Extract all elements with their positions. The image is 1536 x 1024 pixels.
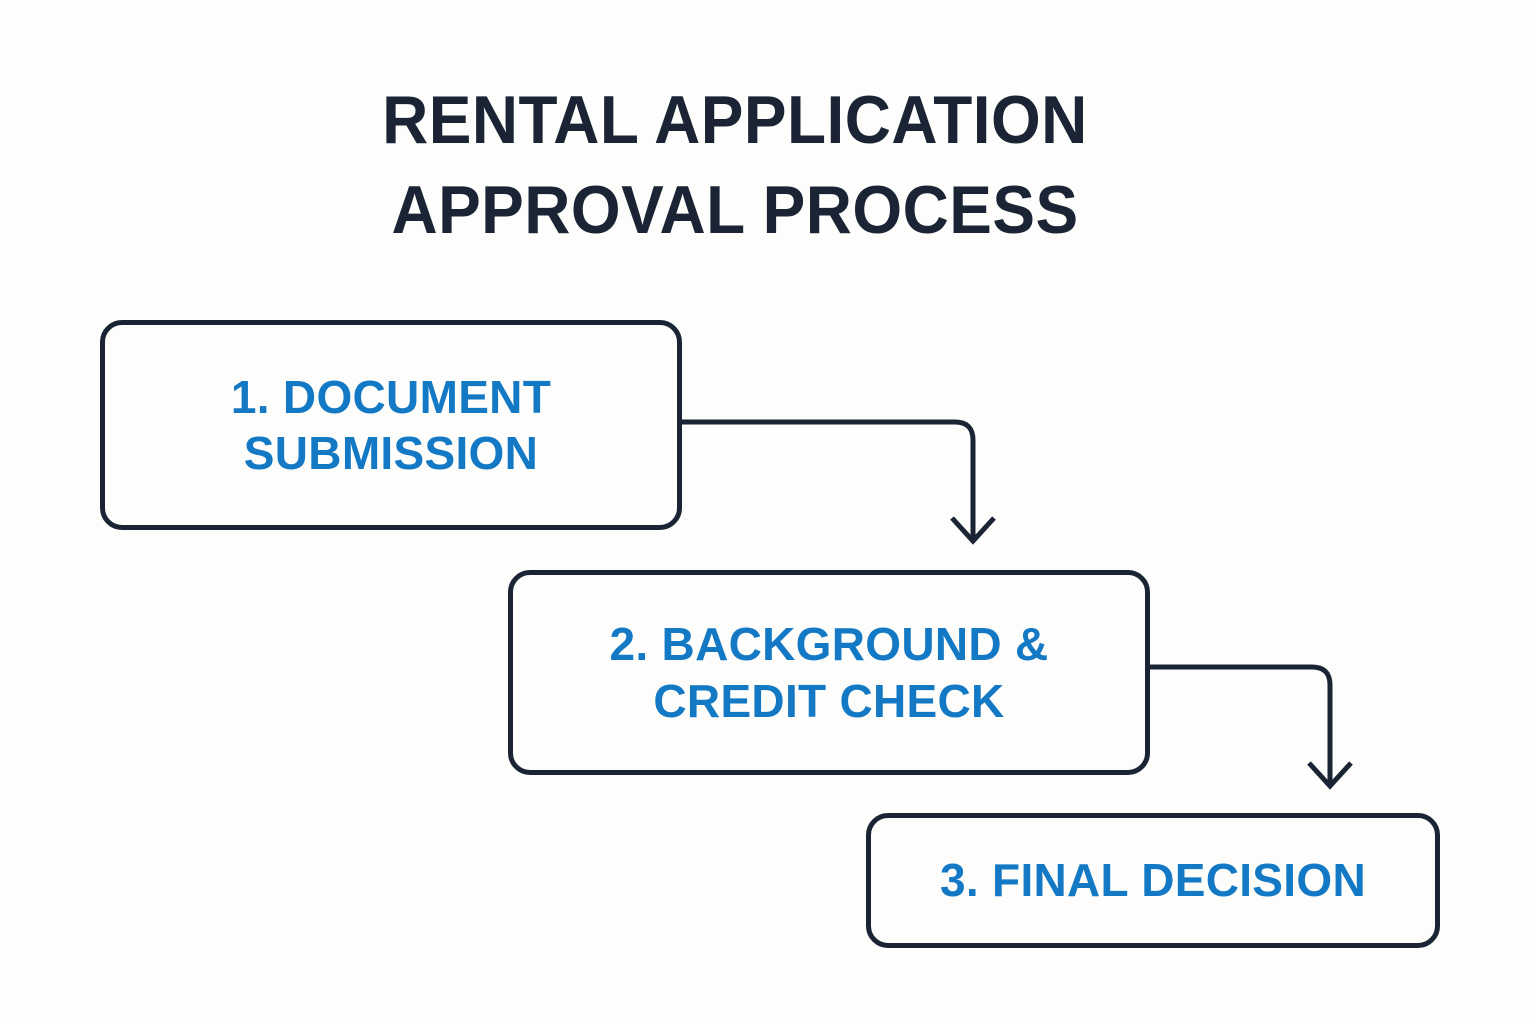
connector-1-arrowhead-icon: [950, 516, 996, 545]
connector-step2-to-step3: [1150, 664, 1353, 790]
flow-step-3-label: 3. FINAL DECISION: [940, 854, 1366, 907]
flow-step-2-background-credit-check[interactable]: 2. BACKGROUND & CREDIT CHECK: [508, 570, 1150, 775]
flow-step-1-label: 1. DOCUMENT SUBMISSION: [230, 370, 552, 479]
connector-step1-to-step2: [682, 419, 996, 545]
connector-2-line: [1150, 664, 1333, 783]
connector-1-line: [682, 419, 976, 538]
flow-step-3-final-decision[interactable]: 3. FINAL DECISION: [866, 813, 1440, 948]
flow-step-2-label: 2. BACKGROUND & CREDIT CHECK: [609, 618, 1049, 727]
page-title: RENTAL APPLICATION APPROVAL PROCESS: [382, 82, 1088, 248]
flow-step-1-document-submission[interactable]: 1. DOCUMENT SUBMISSION: [100, 320, 682, 530]
connector-2-arrowhead-icon: [1307, 761, 1353, 790]
